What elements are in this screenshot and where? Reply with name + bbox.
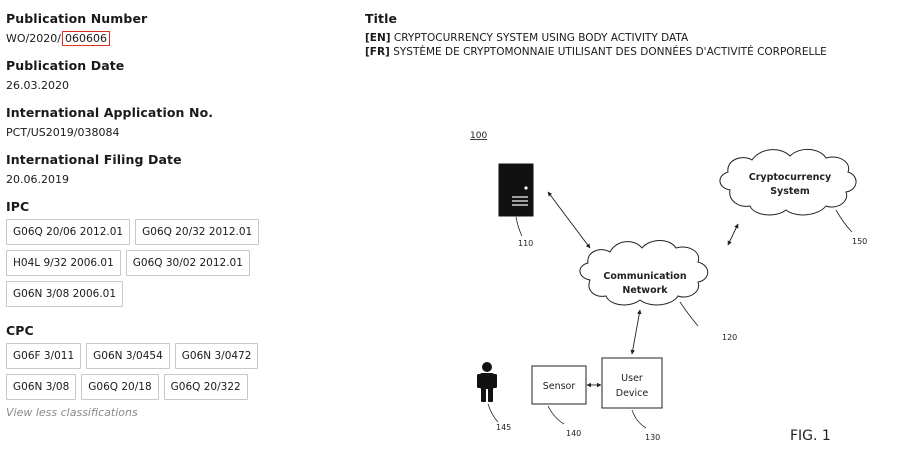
network-label-line1: Communication: [603, 271, 686, 282]
title-fr: [FR] SYSTÈME DE CRYPTOMONNAIE UTILISANT …: [365, 45, 895, 59]
publication-number-value: WO/2020/060606: [6, 31, 346, 47]
title-fr-tag: [FR]: [365, 46, 390, 58]
ipc-label: IPC: [6, 199, 30, 214]
ipc-chip[interactable]: G06Q 20/06 2012.01: [6, 219, 131, 245]
filing-date-value: 20.06.2019: [6, 173, 69, 186]
link-network-crypto: [727, 223, 739, 246]
person-ref: 145: [496, 423, 511, 432]
publication-date-field: Publication Date 26.03.2020: [6, 57, 346, 94]
application-no-field: International Application No. PCT/US2019…: [6, 104, 346, 141]
server-icon: [498, 163, 534, 217]
title-en-tag: [EN]: [365, 32, 391, 44]
ipc-chip[interactable]: G06Q 20/32 2012.01: [135, 219, 260, 245]
link-network-device: [630, 309, 642, 355]
filing-date-field: International Filing Date 20.06.2019: [6, 151, 346, 188]
ipc-chip-list: G06Q 20/06 2012.01 G06Q 20/32 2012.01 H0…: [6, 219, 276, 312]
title-en-text: CRYPTOCURRENCY SYSTEM USING BODY ACTIVIT…: [393, 32, 689, 44]
cpc-chip[interactable]: G06Q 20/322: [163, 374, 248, 400]
title-field: Title [EN] CRYPTOCURRENCY SYSTEM USING B…: [365, 10, 895, 59]
cpc-label: CPC: [6, 323, 34, 338]
device-label-line2: Device: [616, 388, 649, 399]
ipc-chip[interactable]: H04L 9/32 2006.01: [6, 250, 121, 276]
title-en: [EN] CRYPTOCURRENCY SYSTEM USING BODY AC…: [365, 31, 895, 45]
crypto-label-line1: Cryptocurrency: [749, 172, 832, 183]
crypto-label-line2: System: [770, 186, 810, 197]
title-fr-text: SYSTÈME DE CRYPTOMONNAIE UTILISANT DES D…: [393, 46, 827, 58]
publication-date-value: 26.03.2020: [6, 79, 69, 92]
cpc-chip-list: G06F 3/011 G06N 3/0454 G06N 3/0472 G06N …: [6, 343, 276, 405]
cpc-chip[interactable]: G06N 3/08: [6, 374, 77, 400]
sensor-ref: 140: [566, 429, 581, 438]
cpc-field: CPC G06F 3/011 G06N 3/0454 G06N 3/0472 G…: [6, 322, 346, 419]
title-panel: Title [EN] CRYPTOCURRENCY SYSTEM USING B…: [365, 0, 895, 59]
application-no-value: PCT/US2019/038084: [6, 126, 120, 139]
sensor-box: [531, 365, 587, 405]
cpc-chip[interactable]: G06N 3/0454: [86, 343, 170, 369]
network-cloud: [579, 240, 709, 306]
cpc-chip[interactable]: G06F 3/011: [6, 343, 82, 369]
publication-number-label: Publication Number: [6, 11, 148, 26]
ipc-chip[interactable]: G06Q 30/02 2012.01: [125, 250, 250, 276]
patent-figure: 100 110 Communication Network 120 Crypto…: [470, 131, 867, 444]
ipc-field: IPC G06Q 20/06 2012.01 G06Q 20/32 2012.0…: [6, 198, 346, 312]
publication-number-field: Publication Number WO/2020/060606: [6, 10, 346, 47]
publication-number-highlight: 060606: [61, 31, 110, 46]
crypto-ref: 150: [852, 237, 867, 246]
filing-date-label: International Filing Date: [6, 152, 182, 167]
user-device-box: [601, 357, 663, 409]
person-icon: [477, 362, 497, 402]
server-ref: 110: [518, 239, 533, 248]
figure-ref-100: 100: [470, 131, 487, 141]
cpc-chip[interactable]: G06Q 20/18: [81, 374, 159, 400]
figure-caption: FIG. 1: [790, 428, 831, 444]
cpc-chip[interactable]: G06N 3/0472: [174, 343, 259, 369]
bibliographic-panel: Publication Number WO/2020/060606 Public…: [6, 0, 346, 419]
crypto-cloud: [719, 149, 857, 216]
title-label: Title: [365, 11, 398, 26]
publication-number-prefix: WO/2020/: [6, 32, 61, 45]
ipc-chip[interactable]: G06N 3/08 2006.01: [6, 281, 124, 307]
publication-date-label: Publication Date: [6, 58, 125, 73]
network-ref: 120: [722, 333, 737, 342]
network-label-line2: Network: [622, 285, 668, 296]
view-less-classifications-link[interactable]: View less classifications: [6, 406, 138, 419]
device-label-line1: User: [621, 373, 643, 384]
sensor-label: Sensor: [543, 381, 576, 392]
link-server-network: [547, 191, 591, 249]
application-no-label: International Application No.: [6, 105, 214, 120]
device-ref: 130: [645, 433, 660, 442]
